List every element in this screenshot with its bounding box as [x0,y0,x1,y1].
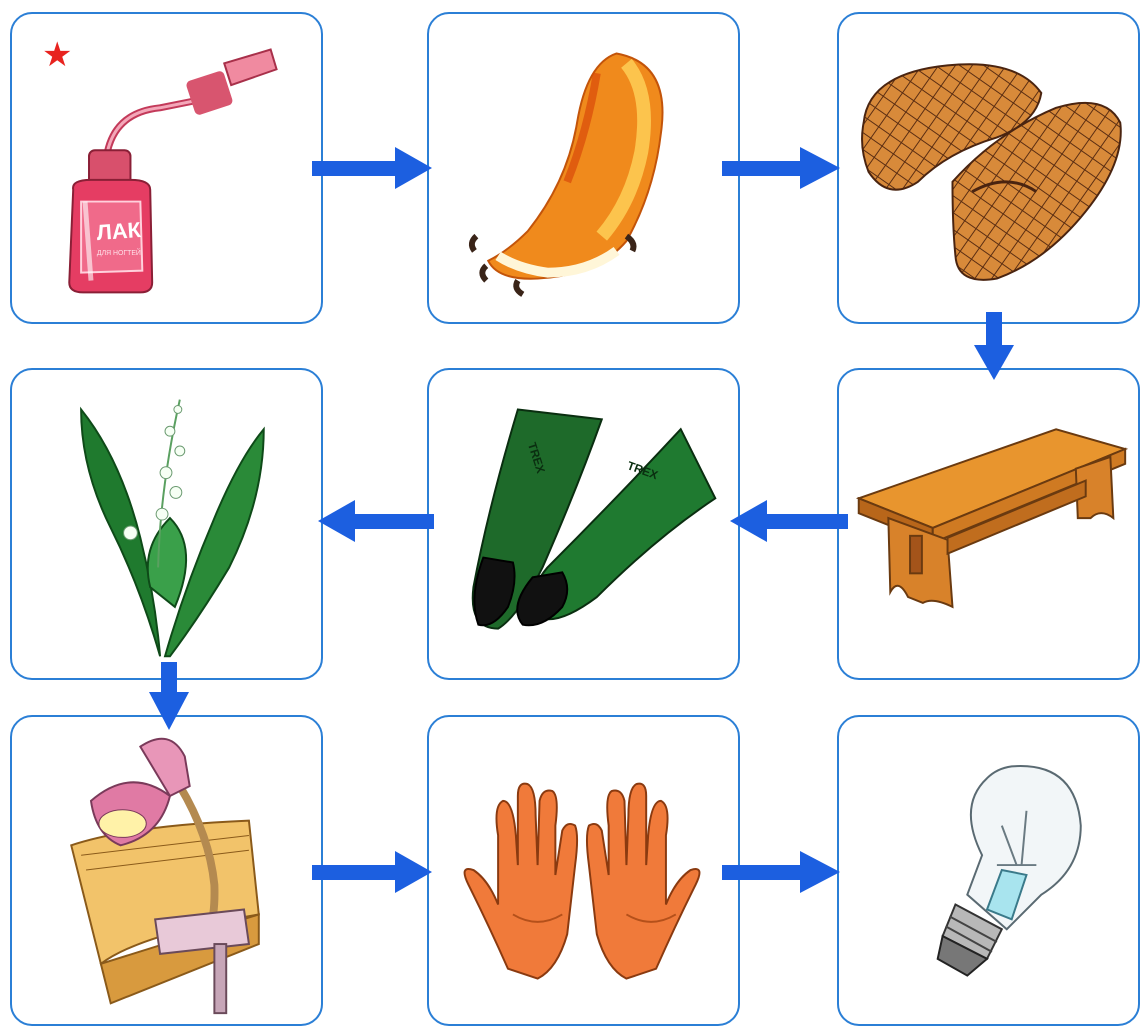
card-hands [427,715,740,1026]
flippers-icon: TREX TREX [429,370,738,678]
card-light-bulb [837,715,1140,1026]
paw-icon [429,14,738,322]
card-animal-paw [427,12,740,324]
bast-shoes-icon [839,14,1138,322]
arrow-left-1 [730,500,848,542]
card-bast-shoes [837,12,1140,324]
lak-label: ЛАК [96,217,143,245]
hands-icon [429,717,738,1024]
arrow-right-1 [312,147,432,189]
desk-lamp-icon [12,717,321,1024]
lily-of-the-valley-icon [12,370,321,678]
card-bench [837,368,1140,680]
arrow-left-2 [318,500,434,542]
card-nail-polish: ★ ЛАК ДЛЯ НОГТЕЙ [10,12,323,324]
lak-small-label: ДЛЯ НОГТЕЙ [97,248,141,257]
card-flippers: TREX TREX [427,368,740,680]
card-lily-of-the-valley [10,368,323,680]
card-desk-lamp [10,715,323,1026]
arrow-right-3 [312,851,432,893]
bench-icon [839,370,1138,678]
light-bulb-icon [839,717,1138,1024]
nail-polish-icon: ЛАК ДЛЯ НОГТЕЙ [12,14,321,322]
